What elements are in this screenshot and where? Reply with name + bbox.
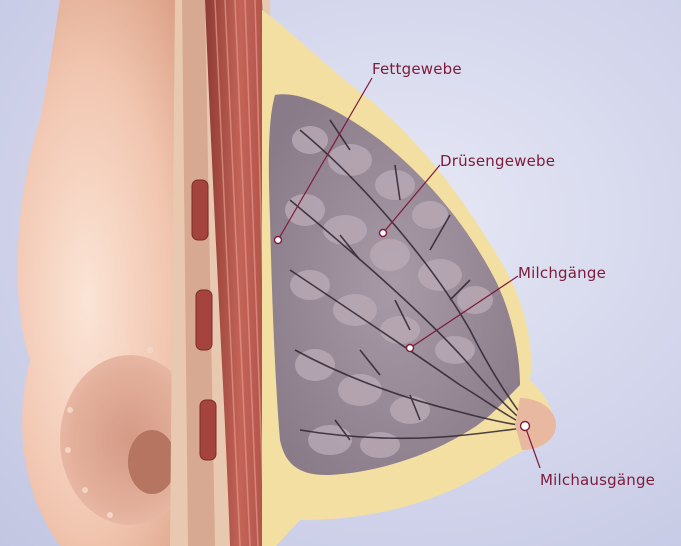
marker-fettgewebe <box>275 237 282 244</box>
label-fettgewebe: Fettgewebe <box>372 60 462 78</box>
marker-milchgaenge <box>407 345 414 352</box>
marker-druesengewebe <box>380 230 387 237</box>
label-milchgaenge: Milchgänge <box>518 264 606 282</box>
label-milchausgaenge: Milchausgänge <box>540 471 655 489</box>
label-druesengewebe: Drüsengewebe <box>440 152 555 170</box>
marker-milchausgaenge <box>521 422 530 431</box>
nipple-front <box>128 430 176 494</box>
